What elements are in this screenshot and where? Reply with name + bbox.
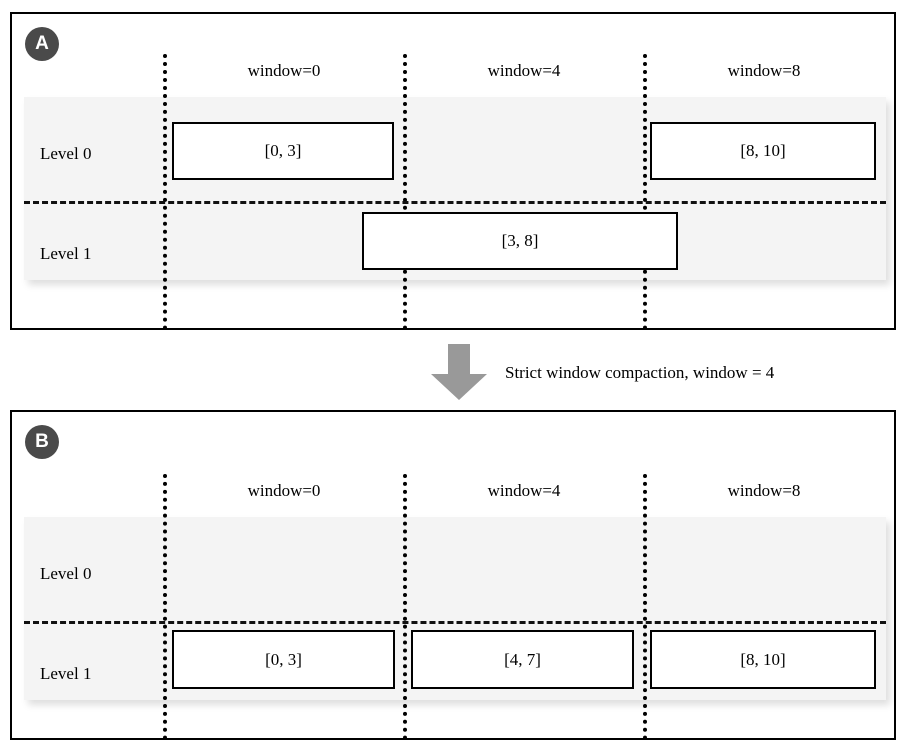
- panel-b-interval-box-4-7[interactable]: [4, 7]: [411, 630, 634, 689]
- panel-a-badge: A: [25, 27, 59, 61]
- panel-a: A window=0 window=4 window=8 Level 0 Lev…: [10, 12, 896, 330]
- panel-b: B window=0 window=4 window=8 Level 0 Lev…: [10, 410, 896, 740]
- panel-b-row-label-level-0: Level 0: [40, 564, 92, 583]
- panel-b-window-divider-0: [163, 474, 167, 740]
- panel-a-window-divider-0: [163, 54, 167, 330]
- panel-b-column-header-window-8: window=8: [727, 481, 801, 500]
- panel-b-level-divider: [24, 621, 886, 624]
- panel-b-column-header-window-4: window=4: [487, 481, 561, 500]
- panel-b-window-divider-2: [643, 474, 647, 740]
- panel-b-column-header-window-0: window=0: [247, 481, 321, 500]
- panel-a-window-divider-1: [403, 54, 407, 330]
- panel-b-interval-box-8-10[interactable]: [8, 10]: [650, 630, 876, 689]
- transition-caption: Strict window compaction, window = 4: [505, 363, 775, 382]
- panel-a-column-header-window-0: window=0: [247, 61, 321, 80]
- panel-a-row-label-level-1: Level 1: [40, 244, 92, 263]
- panel-a-interval-box-3-8[interactable]: [3, 8]: [362, 212, 678, 270]
- panel-b-row-label-level-1: Level 1: [40, 664, 92, 683]
- panel-a-column-header-window-4: window=4: [487, 61, 561, 80]
- panel-b-badge: B: [25, 425, 59, 459]
- panel-a-interval-box-8-10[interactable]: [8, 10]: [650, 122, 876, 180]
- panel-a-window-divider-2: [643, 54, 647, 330]
- panel-a-row-label-level-0: Level 0: [40, 144, 92, 163]
- transition-group: Strict window compaction, window = 4: [0, 338, 906, 406]
- panel-a-interval-box-0-3[interactable]: [0, 3]: [172, 122, 394, 180]
- down-arrow-icon: [431, 344, 487, 400]
- panel-b-window-divider-1: [403, 474, 407, 740]
- panel-a-level-divider: [24, 201, 886, 204]
- panel-b-interval-box-0-3[interactable]: [0, 3]: [172, 630, 395, 689]
- panel-a-column-header-window-8: window=8: [727, 61, 801, 80]
